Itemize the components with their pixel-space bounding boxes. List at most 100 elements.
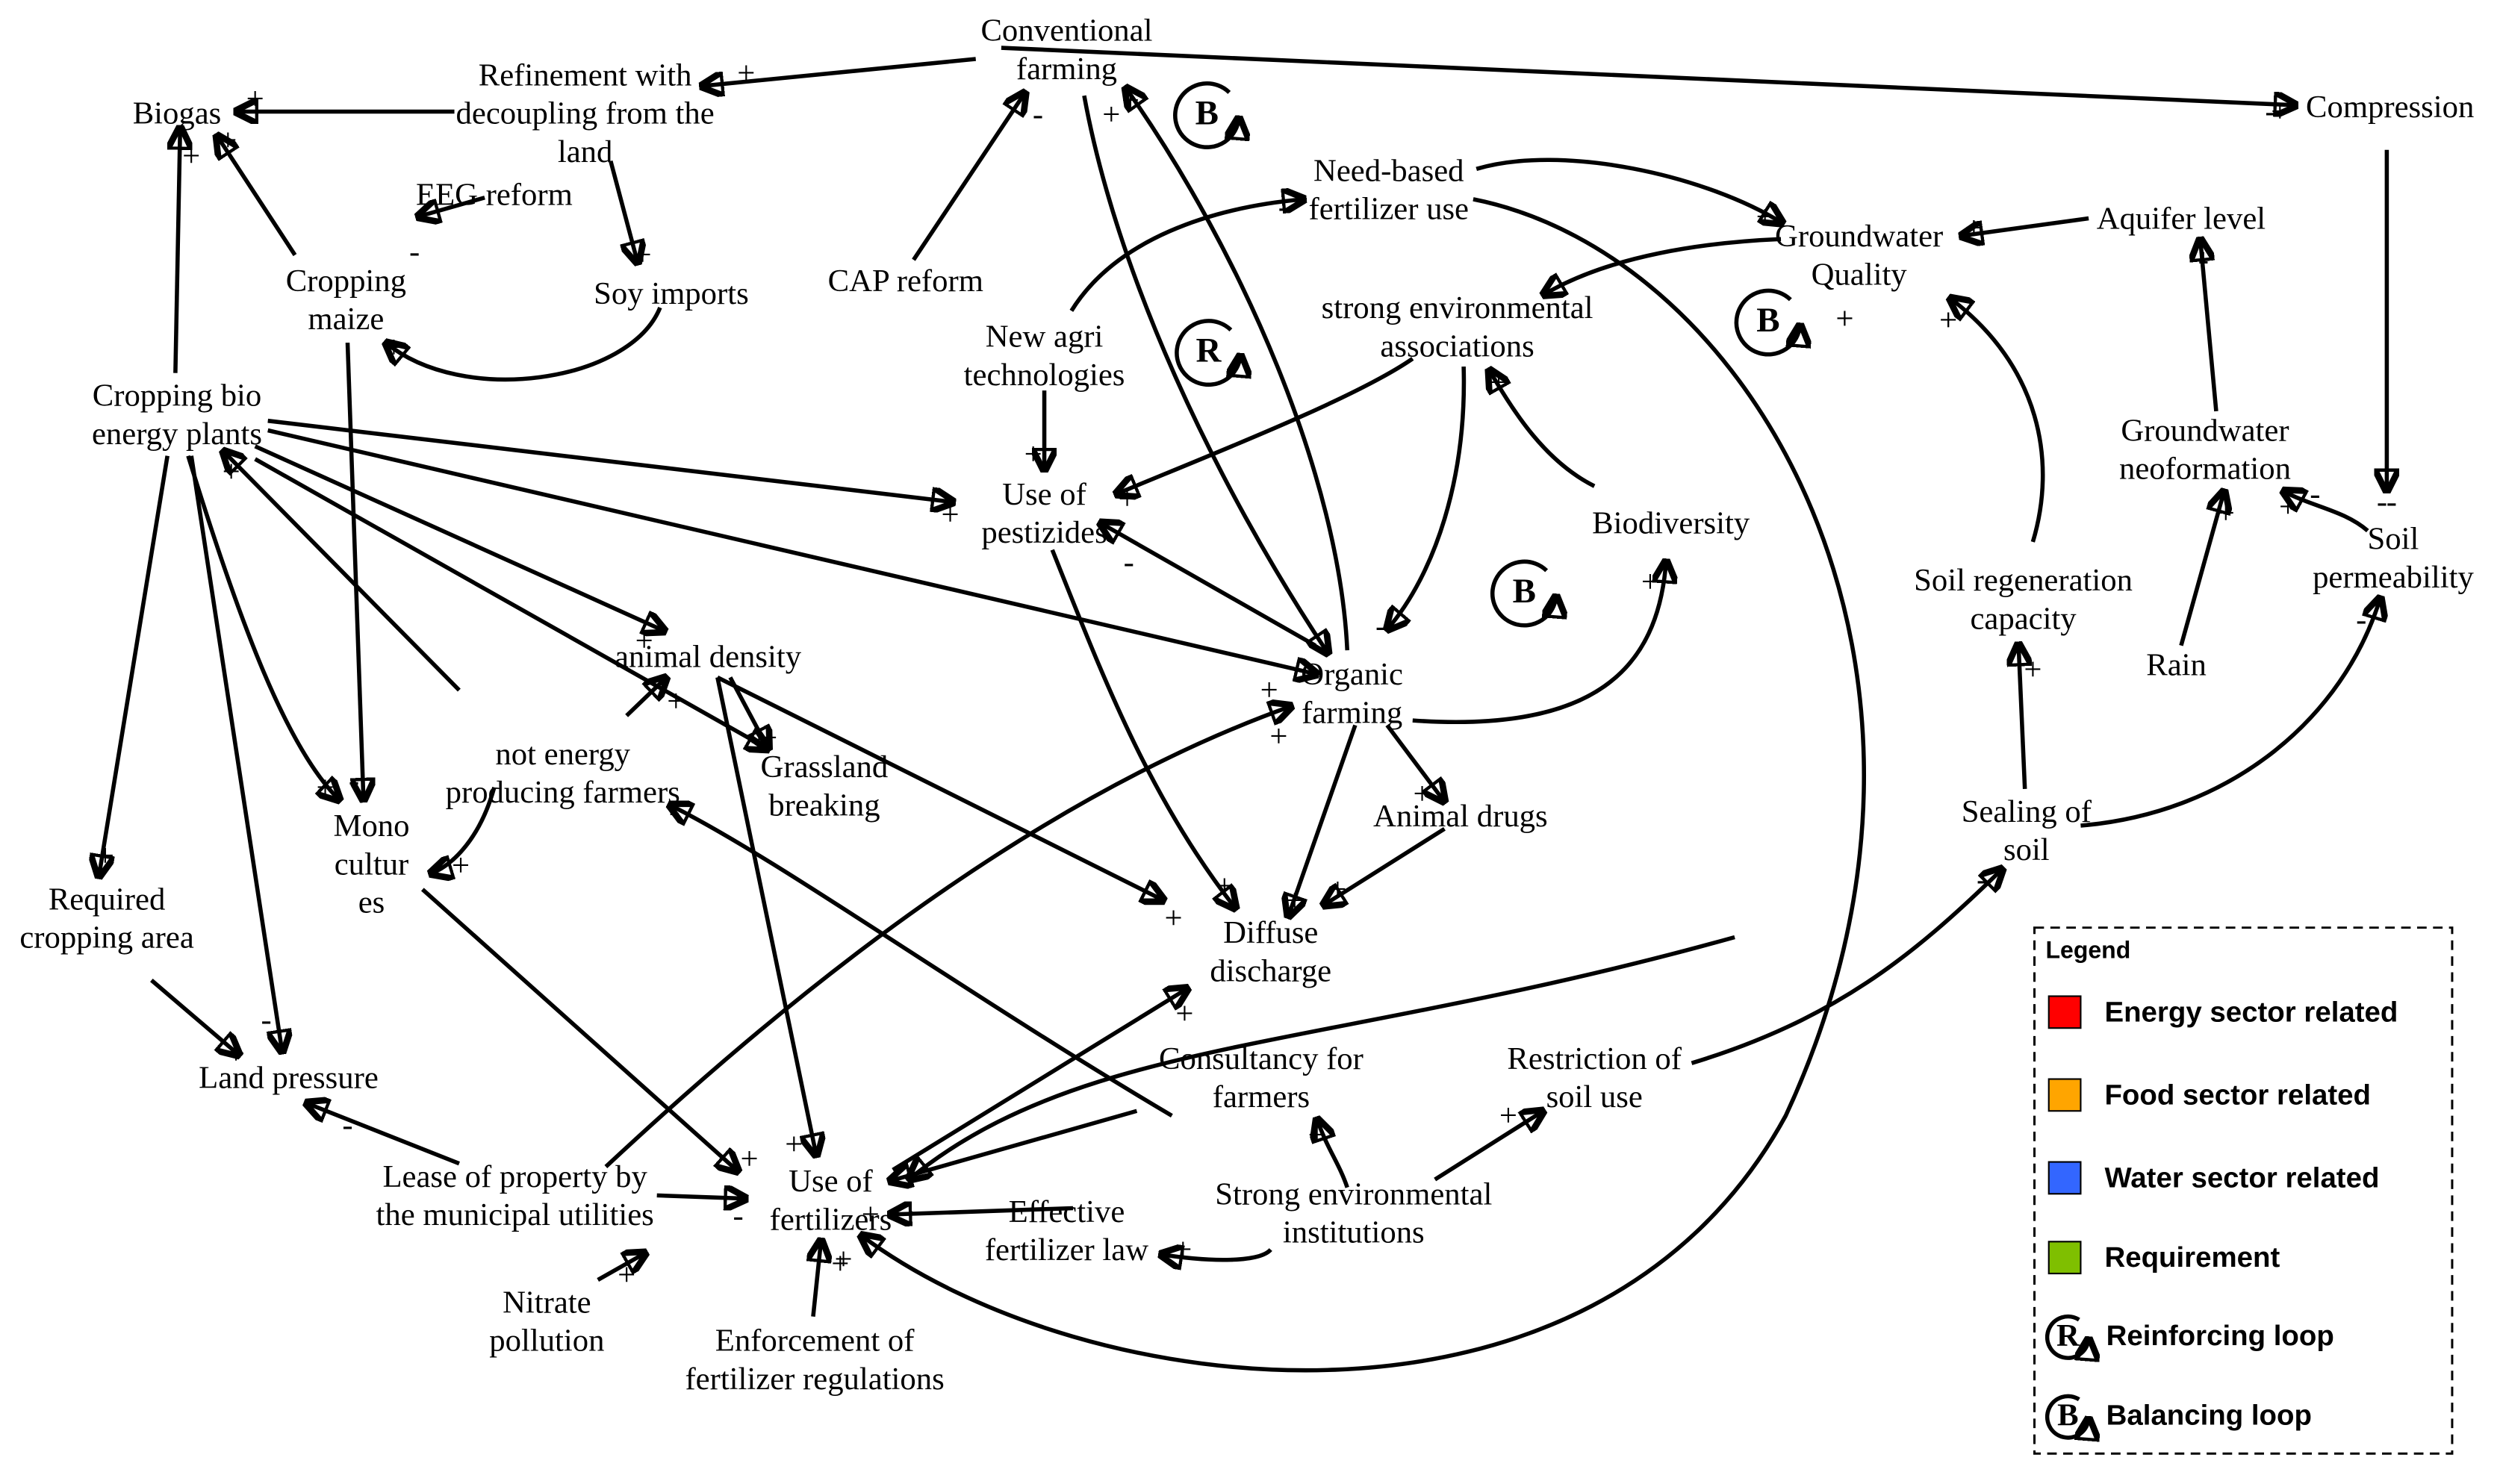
loop-marker: B bbox=[1173, 81, 1239, 149]
polarity-sign: - bbox=[349, 764, 359, 799]
causal-link-arrow bbox=[889, 1109, 1138, 1181]
variable-label: EEG reform bbox=[416, 177, 573, 212]
polarity-sign: + bbox=[2024, 652, 2042, 687]
polarity-sign: + bbox=[2271, 94, 2289, 129]
polarity-sign: + bbox=[2195, 243, 2213, 278]
legend-box bbox=[2033, 926, 2454, 1455]
legend-label: Water sector related bbox=[2104, 1162, 2379, 1194]
causal-link-arrow bbox=[1950, 298, 2045, 543]
causal-link-arrow bbox=[1100, 523, 1316, 648]
polarity-sign: + bbox=[1164, 900, 1182, 935]
loop-marker: R bbox=[1175, 319, 1240, 387]
variable-label: Animal drugs bbox=[1373, 799, 1548, 834]
polarity-sign: + bbox=[942, 497, 960, 532]
causal-link-arrow bbox=[892, 988, 1188, 1172]
variable-land-pressure: Land pressure bbox=[199, 1060, 379, 1095]
polarity-sign: + bbox=[246, 81, 264, 116]
variable-label: Biodiversity bbox=[1592, 505, 1750, 540]
polarity-sign: - bbox=[1278, 190, 1289, 225]
causal-link-arrow bbox=[189, 455, 282, 1053]
causal-link-arrow bbox=[417, 196, 485, 217]
causal-link-arrow bbox=[1050, 549, 1236, 908]
polarity-sign: + bbox=[1269, 719, 1287, 754]
causal-link-arrow bbox=[597, 1253, 646, 1282]
causal-link-arrow bbox=[1489, 370, 1596, 488]
loop-marker: B bbox=[1734, 288, 1800, 357]
legend-loop-label: Balancing loop bbox=[2106, 1400, 2312, 1432]
causal-link-arrow bbox=[306, 1103, 460, 1166]
polarity-sign: + bbox=[1024, 437, 1042, 472]
polarity-sign: + bbox=[1756, 199, 1774, 234]
polarity-sign: + bbox=[785, 1127, 803, 1162]
polarity-sign: + bbox=[2279, 489, 2297, 524]
causal-link-arrow bbox=[670, 805, 1173, 1118]
causal-link-arrow bbox=[431, 787, 497, 873]
loop-letter: B bbox=[1513, 572, 1536, 611]
causal-link-arrow bbox=[1323, 826, 1446, 905]
polarity-sign: - bbox=[669, 794, 680, 829]
causal-link-arrow bbox=[728, 676, 768, 749]
causal-link-arrow bbox=[2201, 239, 2218, 412]
legend-title: Legend bbox=[2045, 937, 2130, 964]
polarity-sign: - bbox=[2198, 243, 2209, 278]
variable-label: Rain bbox=[2146, 647, 2207, 682]
causal-link-arrow bbox=[99, 455, 170, 877]
causal-link-arrow bbox=[345, 342, 363, 800]
causal-link-arrow bbox=[267, 428, 1317, 675]
causal-link-arrow bbox=[1691, 869, 2002, 1065]
causal-link-arrow bbox=[889, 1208, 1074, 1215]
causal-link-arrow bbox=[175, 128, 180, 373]
polarity-sign: + bbox=[667, 684, 685, 719]
polarity-sign: - bbox=[342, 1108, 352, 1143]
causal-link-arrow bbox=[716, 675, 1164, 900]
polarity-sign: + bbox=[385, 330, 402, 365]
legend-loop-label: Reinforcing loop bbox=[2106, 1320, 2334, 1352]
polarity-sign: - bbox=[2310, 476, 2320, 511]
causal-link-arrow bbox=[386, 307, 662, 382]
polarity-sign: - bbox=[733, 1199, 743, 1234]
causal-link-arrow bbox=[150, 979, 239, 1055]
polarity-sign: + bbox=[317, 770, 335, 805]
variable-label: Soy imports bbox=[594, 275, 749, 311]
polarity-sign: + bbox=[1122, 83, 1139, 118]
causal-link-arrow bbox=[1125, 87, 1350, 651]
loop-letter: B bbox=[1756, 301, 1779, 340]
polarity-sign: + bbox=[834, 1241, 852, 1276]
polarity-sign: + bbox=[1119, 481, 1136, 517]
polarity-sign: - bbox=[2386, 484, 2397, 520]
legend-swatch bbox=[2047, 1161, 2082, 1195]
causal-link-arrow bbox=[1434, 1111, 1543, 1182]
causal-link-arrow bbox=[1387, 367, 1467, 629]
causal-link-arrow bbox=[1317, 1119, 1349, 1188]
polarity-sign: + bbox=[618, 1258, 635, 1293]
polarity-sign: - bbox=[1375, 609, 1386, 644]
polarity-sign: + bbox=[182, 139, 200, 174]
variable-label: Land pressure bbox=[199, 1060, 379, 1095]
polarity-sign: + bbox=[1216, 869, 1234, 904]
